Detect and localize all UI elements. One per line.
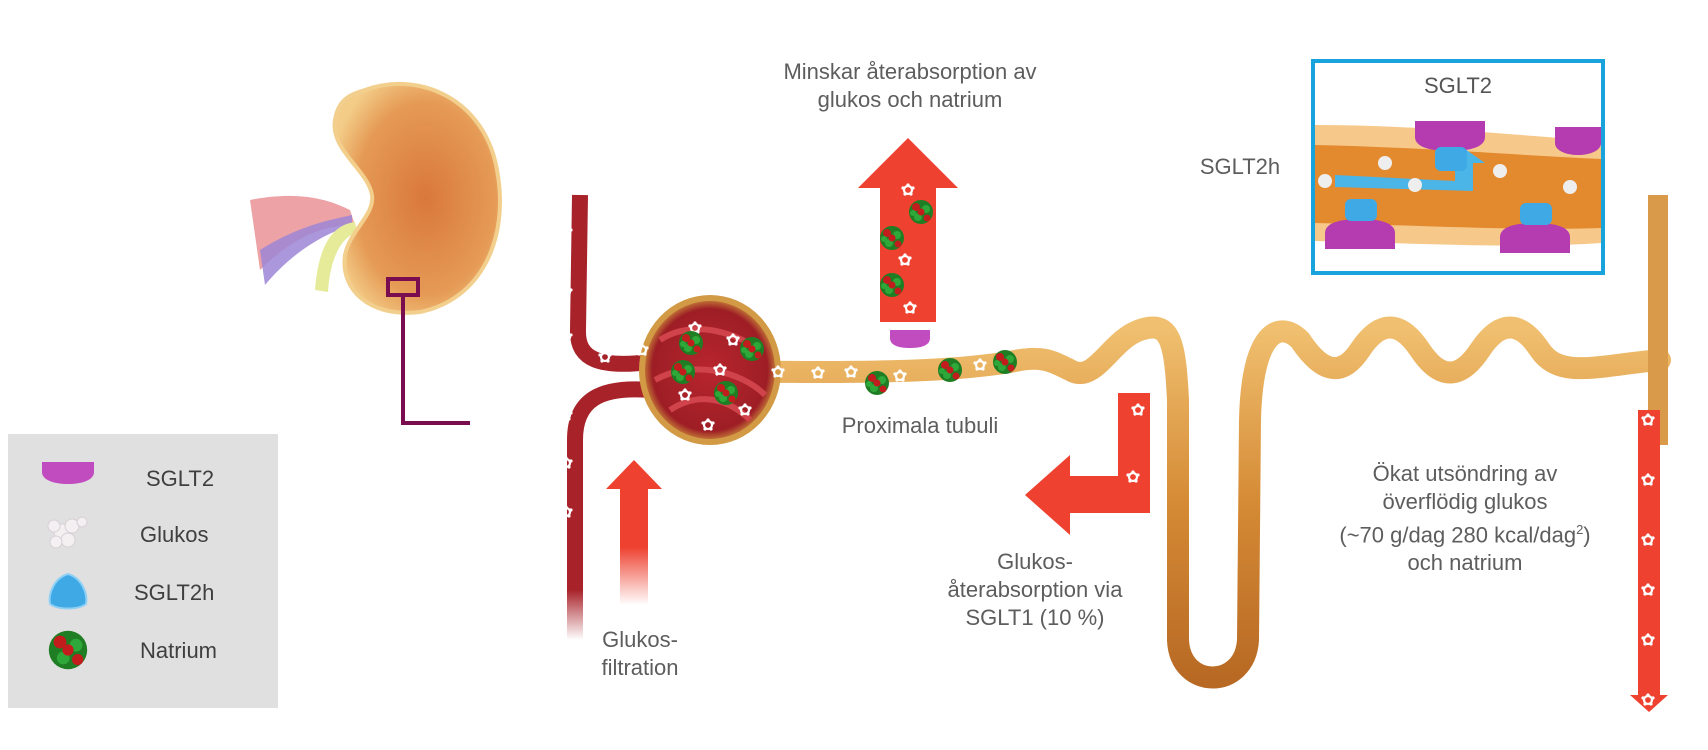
filtration-label-line: Glukos-: [602, 627, 678, 652]
proximal-tubule-label: Proximala tubuli: [841, 413, 999, 438]
legend-label: SGLT2h: [134, 580, 215, 605]
arrow-excretion-down: [1630, 410, 1668, 712]
kidney-image: [250, 81, 502, 315]
legend-item-sodium: Natrium: [8, 626, 278, 676]
reabsorption-label-line: Minskar återabsorption av: [783, 59, 1037, 84]
blood-vessels: [567, 194, 651, 640]
filtration-label: Glukos- filtration: [570, 626, 710, 682]
legend-label: Natrium: [140, 638, 218, 663]
sglt2-inhibitor-icon: [48, 572, 88, 610]
excretion-close: ): [1583, 522, 1591, 548]
sglt2-protein-icon: [42, 462, 94, 484]
tubule: [679, 195, 1671, 689]
sglt1-label-line: återabsorption via: [947, 577, 1123, 602]
legend-item-sglt2: SGLT2: [8, 454, 278, 504]
filtration-label-line: filtration: [601, 655, 679, 680]
excretion-label-line: (~70 g/dag 280 kcal/dag2): [1300, 516, 1630, 549]
legend-label: SGLT2: [146, 466, 215, 491]
sodium-molecule-icon: [48, 630, 88, 670]
legend-item-sglt2h: SGLT2h: [8, 568, 278, 618]
reabsorption-label-line: glukos och natrium: [817, 87, 1003, 112]
sglt2h-label: SGLT2h: [1199, 154, 1281, 179]
footnote-ref: 2: [1576, 522, 1584, 537]
sglt2-transporter: [890, 330, 930, 348]
excretion-label-line: överflödig glukos: [1382, 489, 1548, 514]
reabsorption-label: Minskar återabsorption av glukos och nat…: [740, 58, 1080, 114]
arrow-reabsorption-up: [858, 138, 958, 322]
arrow-sglt1-left: [1025, 393, 1150, 535]
excretion-label-line: Ökat utsöndring av: [1372, 461, 1558, 486]
arrow-filtration-up: [606, 460, 662, 605]
legend: SGLT2 Glukos SGLT2h Natrium: [8, 434, 278, 708]
sglt1-label-line: SGLT1 (10 %): [965, 605, 1105, 630]
legend-label: Glukos: [140, 522, 209, 547]
excretion-label: Ökat utsöndring av överflödig glukos (~7…: [1300, 460, 1630, 577]
glucose-molecule-icon: [47, 516, 88, 549]
inset-illustration: [1315, 121, 1601, 253]
legend-item-glucose: Glukos: [8, 510, 278, 560]
zoom-marker: [386, 277, 470, 425]
sglt2-inset: SGLT2: [1311, 59, 1605, 275]
sglt1-label: Glukos- återabsorption via SGLT1 (10 %): [920, 548, 1150, 632]
sglt1-label-line: Glukos-: [997, 549, 1073, 574]
excretion-label-line: och natrium: [1407, 550, 1523, 576]
excretion-amount: (~70 g/dag 280 kcal/dag: [1339, 522, 1577, 548]
inset-title: SGLT2: [1423, 73, 1493, 98]
